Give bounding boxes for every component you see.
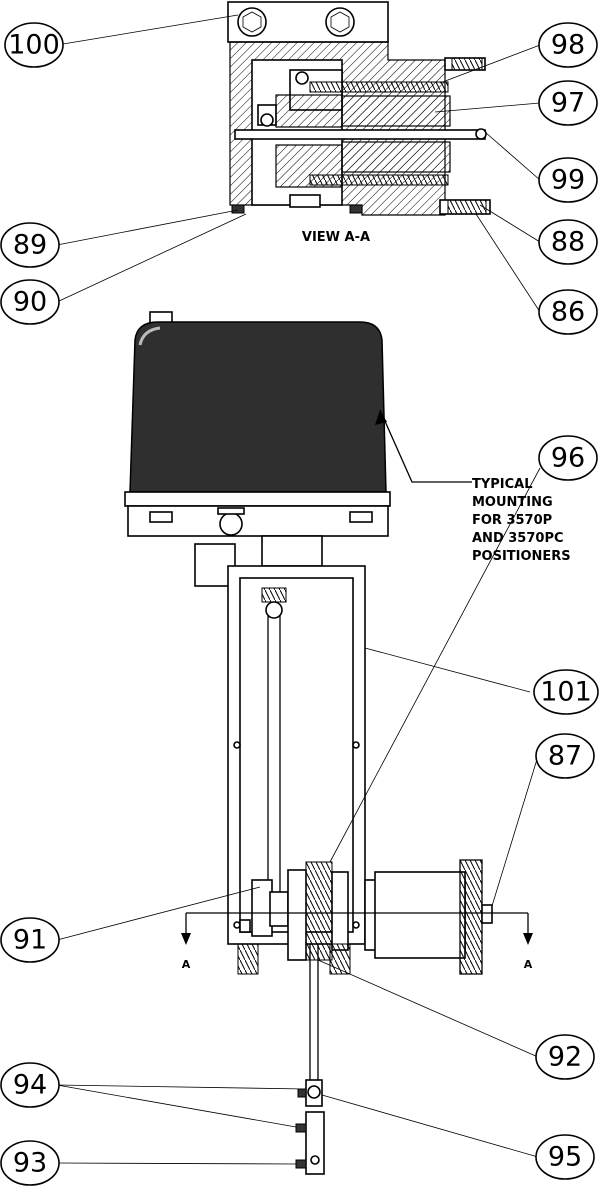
callout-86-label: 86 <box>551 297 585 328</box>
callout-90-label: 90 <box>13 287 47 318</box>
callout-86: 86 <box>538 289 598 335</box>
positioner-cover <box>129 321 387 493</box>
positioner-body <box>124 311 391 587</box>
callout-93-label: 93 <box>13 1148 47 1179</box>
callout-89-label: 89 <box>13 230 47 261</box>
supply-port <box>219 512 243 536</box>
callout-91-label: 91 <box>13 925 47 956</box>
callout-90: 90 <box>0 279 60 325</box>
callout-96: 96 <box>538 435 598 481</box>
callout-88-label: 88 <box>551 227 585 258</box>
mounting-note: TYPICAL MOUNTING FOR 3570P AND 3570PC PO… <box>375 409 571 564</box>
callout-91: 91 <box>0 917 60 963</box>
callout-101: 101 <box>533 669 599 715</box>
callout-87: 87 <box>535 733 595 779</box>
callout-89: 89 <box>0 222 60 268</box>
section-marker-left: A <box>182 958 191 971</box>
callout-100-label: 100 <box>8 30 60 61</box>
positioner-flange <box>124 491 391 507</box>
upper-spring <box>309 81 449 93</box>
callout-100: 100 <box>4 22 64 68</box>
callout-97: 97 <box>538 80 598 126</box>
callout-99: 99 <box>538 157 598 203</box>
callout-87-label: 87 <box>548 741 582 772</box>
note-line-2: MOUNTING <box>472 495 553 510</box>
mounting-bolt-head <box>325 7 355 37</box>
callout-94-label: 94 <box>13 1070 47 1101</box>
note-line-4: AND 3570PC <box>472 531 564 546</box>
callout-94: 94 <box>0 1062 60 1108</box>
view-label: VIEW A-A <box>302 230 370 245</box>
adjustment-knob <box>459 859 483 975</box>
callout-95: 95 <box>535 1134 595 1180</box>
callout-98-label: 98 <box>551 30 585 61</box>
callout-101-label: 101 <box>540 677 592 708</box>
callout-92: 92 <box>535 1034 595 1080</box>
mounting-bracket: A A <box>181 565 533 1175</box>
note-line-1: TYPICAL <box>472 477 533 492</box>
callout-88: 88 <box>538 219 598 265</box>
leader-lines <box>56 14 541 1165</box>
note-line-5: POSITIONERS <box>472 549 571 564</box>
center-shaft <box>234 129 486 140</box>
callout-97-label: 97 <box>551 88 585 119</box>
callout-99-label: 99 <box>551 165 585 196</box>
callout-92-label: 92 <box>548 1042 582 1073</box>
callout-98: 98 <box>538 22 598 68</box>
lower-spring <box>309 174 449 186</box>
callout-96-label: 96 <box>551 443 585 474</box>
callout-95-label: 95 <box>548 1142 582 1173</box>
mounting-bolt-head <box>237 7 267 37</box>
section-view-a-a: VIEW A-A <box>227 1 491 245</box>
callout-93: 93 <box>0 1140 60 1186</box>
section-marker-right: A <box>524 958 533 971</box>
